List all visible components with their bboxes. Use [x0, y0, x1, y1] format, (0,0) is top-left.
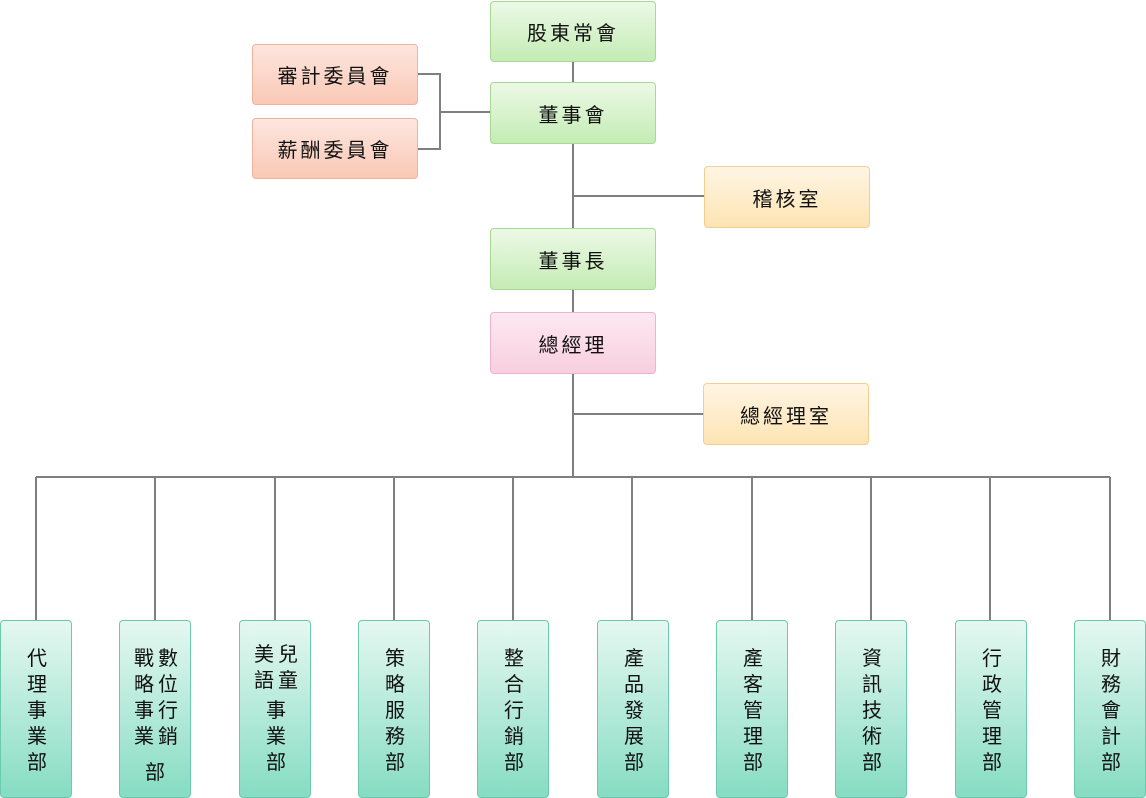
dept-integrated-marketing-box: 整合行銷部 [477, 620, 549, 798]
audit-committee-box: 審計委員會 [252, 44, 418, 105]
dept-customer-management-box: 產客管理部 [716, 620, 788, 798]
dept-customer-management-label: 產客管理部 [743, 646, 763, 774]
president-office-label: 總經理室 [740, 403, 832, 428]
audit-office-label: 稽核室 [752, 186, 822, 211]
dept-digital-marketing-box: 戰略事業 數位行銷 部 [119, 620, 191, 798]
president-office-box: 總經理室 [703, 383, 869, 445]
chairman-label: 董事長 [538, 248, 608, 273]
dept-kids-english-foot: 事業部 [266, 698, 286, 774]
dept-digital-marketing-col2: 數位行銷 [158, 646, 178, 748]
dept-strategy-box: 策略服務部 [358, 620, 430, 798]
dept-digital-marketing-col1: 戰略事業 [134, 646, 154, 748]
dept-finance-label: 財務會計部 [1101, 646, 1121, 774]
shareholders-meeting-label: 股東常會 [527, 21, 619, 45]
dept-product-development-label: 產品發展部 [624, 646, 644, 774]
connector-committees [418, 73, 441, 150]
dept-strategy-label: 策略服務部 [385, 646, 405, 774]
shareholders-meeting-box: 股東常會 [490, 1, 656, 62]
chairman-box: 董事長 [490, 228, 656, 290]
dept-kids-english-col2: 兒童 [278, 642, 298, 692]
compensation-committee-label: 薪酬委員會 [277, 138, 393, 162]
board-of-directors-label: 董事會 [538, 102, 608, 127]
dept-product-development-box: 產品發展部 [597, 620, 669, 798]
dept-it-box: 資訊技術部 [835, 620, 907, 798]
president-box: 總經理 [490, 312, 656, 374]
dept-kids-english-col1: 美語 [254, 642, 274, 692]
audit-office-box: 稽核室 [704, 166, 870, 228]
dept-integrated-marketing-label: 整合行銷部 [504, 646, 524, 774]
dept-finance-box: 財務會計部 [1074, 620, 1146, 798]
board-of-directors-box: 董事會 [490, 82, 656, 144]
dept-it-label: 資訊技術部 [862, 646, 882, 774]
dept-kids-english-box: 美語 兒童 事業部 [239, 620, 311, 798]
dept-administration-label: 行政管理部 [982, 646, 1002, 774]
compensation-committee-box: 薪酬委員會 [252, 118, 418, 179]
dept-agency-box: 代理事業部 [0, 620, 72, 798]
dept-digital-marketing-foot: 部 [145, 760, 165, 784]
dept-agency-label: 代理事業部 [27, 646, 47, 774]
dept-administration-box: 行政管理部 [955, 620, 1027, 798]
president-label: 總經理 [538, 332, 608, 357]
audit-committee-label: 審計委員會 [277, 64, 393, 88]
